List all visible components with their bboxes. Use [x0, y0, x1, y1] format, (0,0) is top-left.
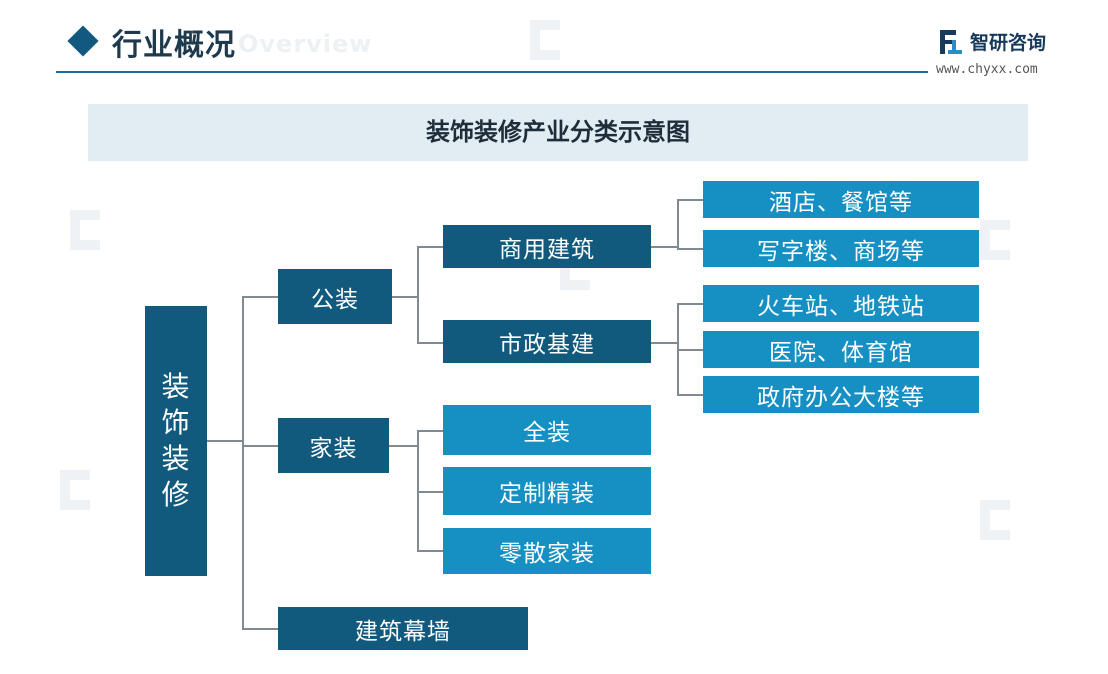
- node-root: 装 饰 装 修: [145, 306, 207, 576]
- connector-public-out: [392, 296, 418, 298]
- connector-municipal-item-3: [677, 394, 703, 396]
- connector-municipal: [417, 342, 443, 344]
- node-public: 公装: [278, 269, 392, 324]
- node-commercial-item-1: 酒店、餐馆等: [703, 181, 979, 218]
- node-municipal-item-2: 医院、体育馆: [703, 331, 979, 368]
- connector-public: [242, 296, 278, 298]
- page-title: 行业概况: [112, 28, 236, 63]
- node-municipal: 市政基建: [443, 320, 651, 363]
- node-home: 家装: [278, 418, 389, 473]
- connector-municipal-out: [651, 342, 678, 344]
- diagram-title-banner: 装饰装修产业分类示意图: [88, 104, 1028, 161]
- connector-municipal-item-1: [677, 303, 703, 305]
- node-home-item-3: 零散家装: [443, 528, 651, 574]
- header-subtitle: Overview: [238, 30, 373, 58]
- connector-root: [207, 440, 243, 442]
- node-home-item-2: 定制精装: [443, 467, 651, 515]
- connector-commercial-vertical: [677, 199, 679, 249]
- connector-home: [242, 445, 278, 447]
- header-divider: [56, 71, 928, 73]
- node-commercial-item-2: 写字楼、商场等: [703, 230, 979, 267]
- connector-commercial: [417, 246, 443, 248]
- connector-municipal-item-2: [677, 349, 703, 351]
- brand-name: 智研咨询: [970, 32, 1047, 54]
- connector-public-vertical: [417, 246, 419, 343]
- connector-commercial-item-2: [677, 248, 703, 250]
- root-char: 装: [161, 442, 191, 475]
- connector-commercial-out: [651, 246, 678, 248]
- root-char: 修: [161, 478, 191, 511]
- node-curtain-wall: 建筑幕墙: [278, 607, 528, 650]
- connector-home-item-3: [417, 550, 443, 552]
- connector-home-item-2: [417, 491, 443, 493]
- connector-home-vertical: [417, 430, 419, 551]
- node-municipal-item-3: 政府办公大楼等: [703, 376, 979, 413]
- root-char: 装: [161, 370, 191, 403]
- brand-url: www.chyxx.com: [936, 62, 1038, 77]
- node-home-item-1: 全装: [443, 405, 651, 455]
- connector-commercial-item-1: [677, 199, 703, 201]
- node-municipal-item-1: 火车站、地铁站: [703, 285, 979, 322]
- diagram-title: 装饰装修产业分类示意图: [426, 118, 690, 146]
- root-char: 饰: [161, 406, 191, 439]
- connector-home-out: [389, 445, 418, 447]
- connector-level1-vertical: [242, 296, 244, 629]
- connector-curtain-wall: [242, 628, 278, 630]
- connector-home-item-1: [417, 430, 443, 432]
- node-commercial: 商用建筑: [443, 225, 651, 268]
- brand-logo-icon: [940, 30, 962, 54]
